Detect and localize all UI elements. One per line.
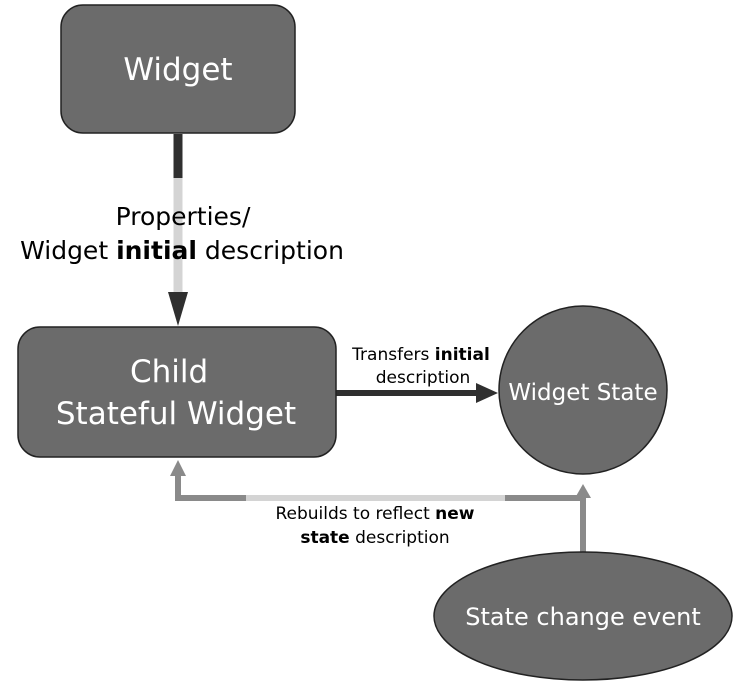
label-rebuilds-line1-bold: new [435,504,475,524]
label-transfers: Transfers initial description [351,345,490,388]
label-properties-line1: Properties/ [116,202,251,231]
node-widget-label: Widget [123,52,232,88]
label-rebuilds: Rebuilds to reflect new state descriptio… [275,504,474,548]
node-child-box [17,326,337,458]
label-rebuilds-line2-post: description [350,528,450,548]
label-properties-line2-post: description [197,236,344,265]
edge-rebuilds [170,460,591,555]
node-child-label-line2: Stateful Widget [56,396,296,432]
edge-rebuilds-state-arrowhead [575,484,591,498]
label-transfers-line2: description [376,368,471,388]
node-widget-box [60,4,296,134]
node-widget-state: Widget State [498,305,668,475]
node-state-change-event: State change event [433,551,733,681]
node-state-change-event-ellipse [433,551,733,681]
label-transfers-line1-pre: Transfers [351,345,435,365]
edge-properties [168,134,188,326]
label-rebuilds-line1-pre: Rebuilds to reflect [275,504,435,524]
edge-transfers-arrowhead [476,383,498,403]
label-rebuilds-line1: Rebuilds to reflect new [275,504,474,524]
edge-rebuilds-child-arrowhead [170,460,186,476]
edge-transfers [336,383,498,403]
node-child-label-line1: Child [130,354,208,390]
edge-properties-arrowhead [168,292,188,326]
label-rebuilds-line2-bold: state [300,528,349,548]
node-widget-state-label: Widget State [508,380,657,406]
node-widget-state-circle [498,305,668,475]
label-properties-line2: Widget initial description [20,236,344,265]
label-rebuilds-line2: state description [300,528,449,548]
label-properties-line2-pre: Widget [20,236,116,265]
label-transfers-line1-bold: initial [435,345,490,365]
label-properties: Properties/ Widget initial description [20,202,344,265]
label-transfers-line1: Transfers initial [351,345,490,365]
node-state-change-event-label: State change event [465,603,700,631]
node-child-label: Child Stateful Widget [56,354,296,432]
node-child-stateful-widget: Child Stateful Widget [17,326,337,458]
label-properties-line2-bold: initial [116,236,197,265]
node-widget: Widget [60,4,296,134]
